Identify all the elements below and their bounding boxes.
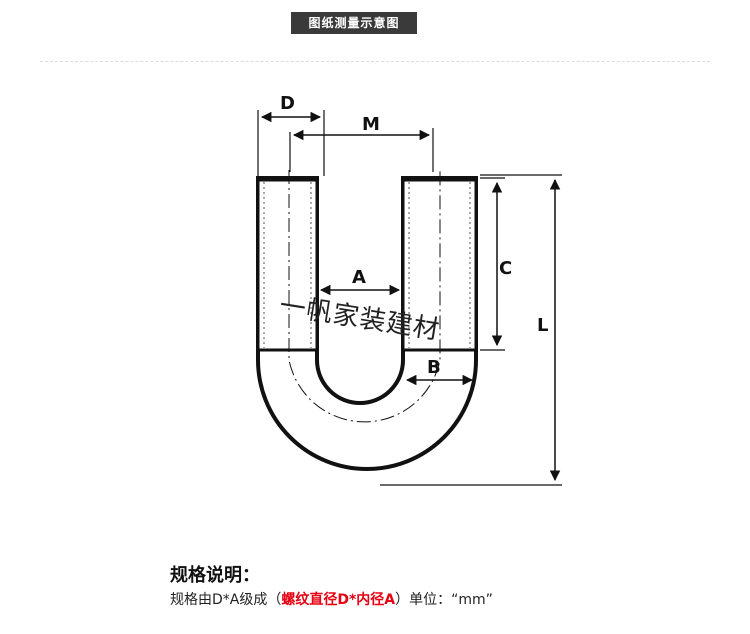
label-l: L [537, 315, 548, 336]
label-m: M [362, 114, 380, 135]
label-a: A [352, 267, 366, 288]
header-divider [40, 61, 710, 62]
spec-description: 规格由D*A级成（螺纹直径D*内径A）单位：“mm” [170, 589, 493, 609]
spec-title: 规格说明： [170, 565, 260, 586]
spec-highlight: 螺纹直径D*内径A [281, 592, 396, 608]
center-line [288, 170, 441, 423]
label-b: B [427, 357, 441, 378]
spec-suffix: ）单位：“mm” [395, 592, 493, 608]
spec-prefix: 规格由D*A级成（ [170, 592, 282, 608]
label-d: D [280, 93, 295, 114]
label-c: C [499, 258, 512, 279]
header-badge: 图纸测量示意图 [291, 12, 417, 34]
